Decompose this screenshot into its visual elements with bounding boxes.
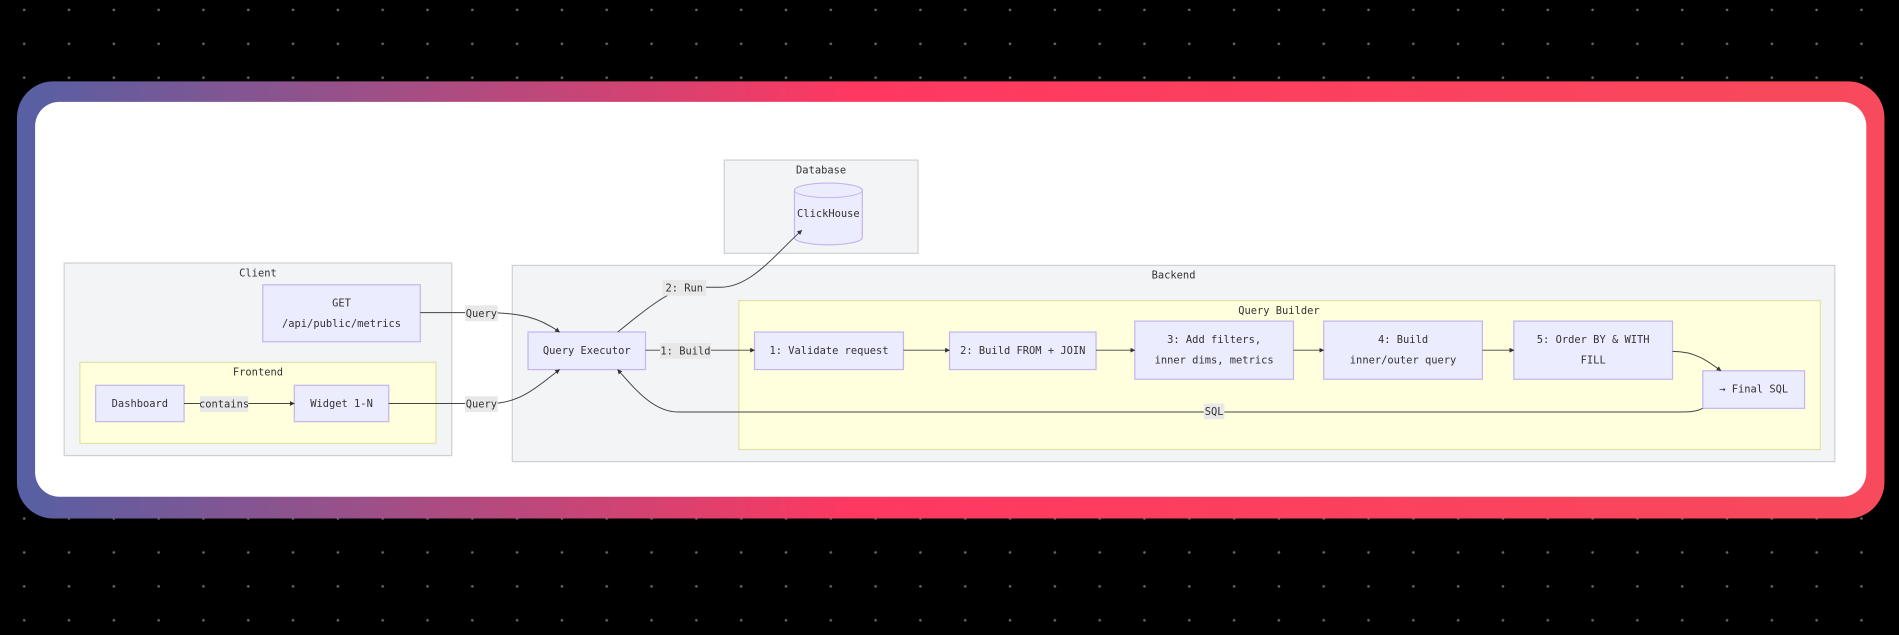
edge-label-sql: SQL [1203, 403, 1225, 420]
node-validate-request-label: 1: Validate request [769, 345, 888, 357]
svg-text:2: Run: 2: Run [665, 282, 703, 294]
edge-order-to-final [1672, 350, 1722, 372]
node-dashboard-label: Dashboard [112, 398, 168, 410]
node-build-inner-outer-line1: 4: Build [1378, 334, 1428, 346]
svg-text:Query: Query [466, 399, 497, 411]
cluster-database-title: Database [796, 164, 846, 176]
node-order-by-with-fill[interactable]: 5: Order BY & WITH FILL [1513, 320, 1674, 380]
edge-label-run: 2: Run [662, 279, 707, 296]
node-build-inner-outer[interactable]: 4: Build inner/outer query [1323, 320, 1483, 380]
edge-final-to-executor [617, 369, 1704, 413]
database-cylinder-icon [793, 182, 863, 246]
cluster-frontend: Frontend Dashboard Widget 1-N [79, 361, 437, 445]
node-get-metrics[interactable]: GET /api/public/metrics [262, 284, 421, 343]
node-dashboard[interactable]: Dashboard [95, 384, 185, 423]
node-query-executor-label: Query Executor [543, 345, 631, 357]
cluster-query-builder-title: Query Builder [1238, 305, 1319, 317]
edge-label-contains: contains [199, 396, 249, 412]
node-add-filters-line2: inner dims, metrics [1155, 355, 1274, 367]
node-build-from-join[interactable]: 2: Build FROM + JOIN [948, 331, 1097, 371]
node-final-sql-label: → Final SQL [1719, 384, 1788, 396]
svg-text:SQL: SQL [1205, 406, 1224, 418]
cluster-frontend-title: Frontend [233, 367, 283, 379]
node-order-by-line2: FILL [1581, 355, 1606, 367]
svg-text:1: Build: 1: Build [660, 345, 710, 357]
svg-text:Query: Query [466, 308, 497, 320]
node-final-sql[interactable]: → Final SQL [1702, 370, 1806, 409]
cluster-backend-title: Backend [1152, 270, 1196, 282]
cluster-backend: Backend Query Executor Query Builder 1: … [511, 264, 1836, 463]
node-widget-label: Widget 1-N [310, 398, 373, 410]
cluster-client: Client GET /api/public/metrics Frontend … [63, 262, 453, 457]
node-build-from-join-label: 2: Build FROM + JOIN [960, 345, 1085, 357]
node-validate-request[interactable]: 1: Validate request [753, 331, 905, 371]
edge-executor-to-clickhouse [617, 229, 803, 333]
svg-text:contains: contains [199, 399, 249, 411]
cluster-query-builder: Query Builder 1: Validate request 2: Bui… [738, 299, 1821, 451]
node-clickhouse[interactable]: ClickHouse [793, 182, 863, 246]
node-order-by-line1: 5: Order BY & WITH [1537, 334, 1650, 346]
cluster-database: Database ClickHouse [723, 159, 919, 254]
cluster-client-title: Client [239, 267, 277, 279]
node-clickhouse-label: ClickHouse [797, 208, 860, 220]
node-add-filters-line1: 3: Add filters, [1167, 334, 1261, 346]
node-query-executor[interactable]: Query Executor [527, 331, 647, 371]
edge-label-build: 1: Build [660, 342, 711, 359]
node-build-inner-outer-line2: inner/outer query [1350, 355, 1457, 367]
node-widget[interactable]: Widget 1-N [293, 384, 390, 423]
node-get-metrics-line1: GET [332, 298, 352, 310]
edge-label-widget-query: Query [465, 396, 498, 412]
edge-label-get-query: Query [465, 305, 498, 322]
node-get-metrics-line2: /api/public/metrics [282, 318, 401, 330]
node-add-filters[interactable]: 3: Add filters, inner dims, metrics [1134, 320, 1295, 380]
